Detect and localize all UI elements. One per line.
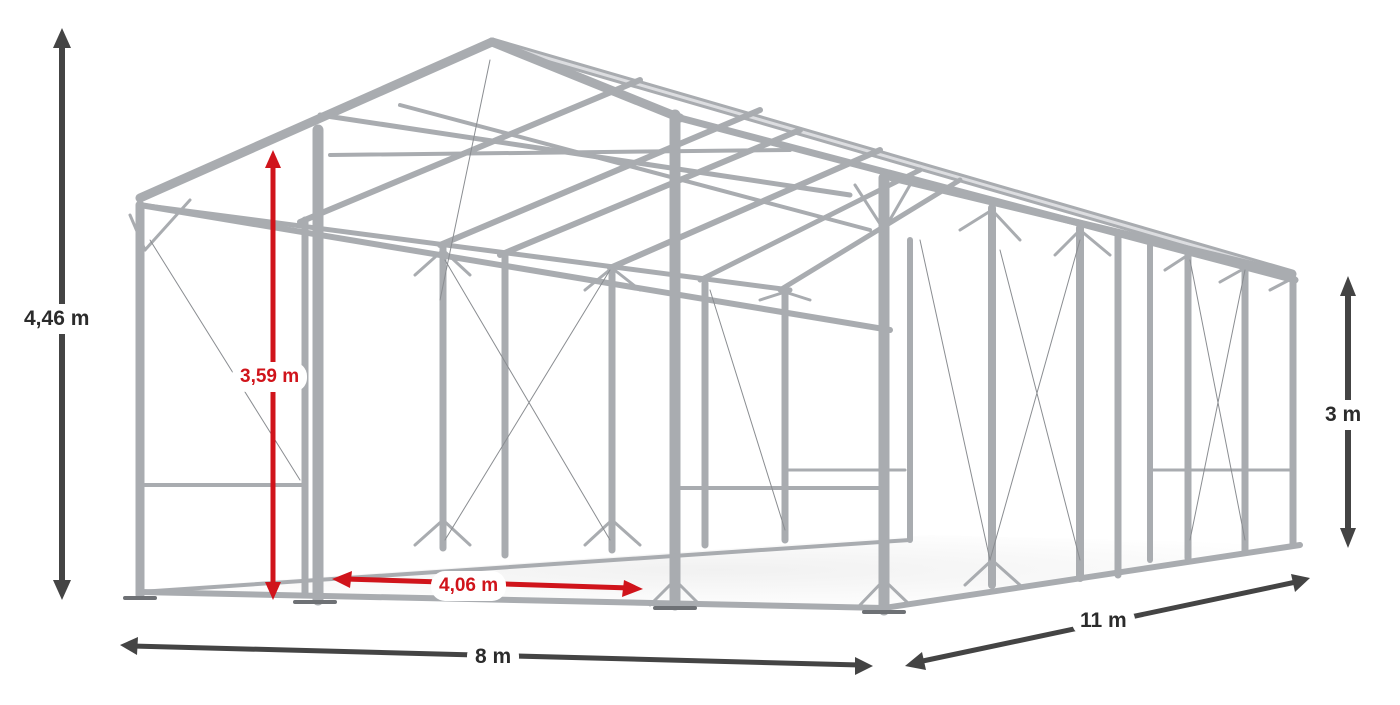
frame-structure — [123, 37, 1303, 616]
total-height-label: 4,46 m — [16, 304, 98, 334]
bay-width-label: 4,06 m — [431, 571, 507, 601]
side-height-label: 3 m — [1317, 400, 1370, 430]
inner-height-label: 3,59 m — [232, 362, 308, 392]
width-label: 8 m — [467, 642, 520, 672]
length-label: 11 m — [1072, 606, 1135, 636]
